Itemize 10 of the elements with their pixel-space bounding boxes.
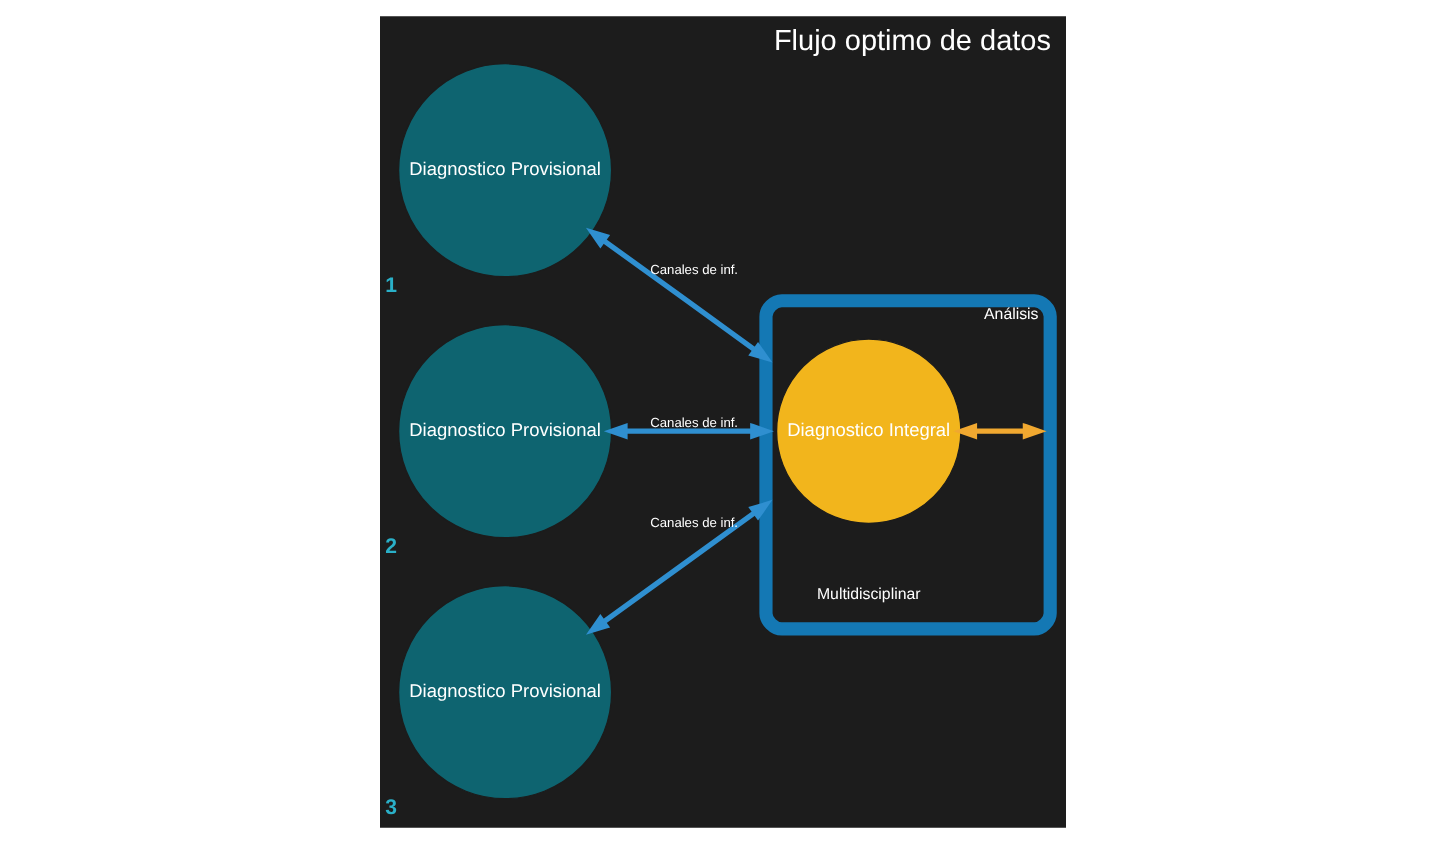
node-circle: Diagnostico Provisional: [396, 324, 612, 539]
node-label: 2: [384, 535, 396, 560]
arrow: [584, 227, 772, 363]
arrow: [584, 499, 772, 635]
arrow: [952, 422, 1046, 440]
node-label: 1: [384, 274, 396, 299]
node-label: 3: [384, 796, 396, 821]
diagram-title: Flujo optimo de datos: [772, 25, 1050, 58]
node-circle: Diagnostico Integral: [774, 338, 961, 524]
arrow: [602, 422, 773, 440]
